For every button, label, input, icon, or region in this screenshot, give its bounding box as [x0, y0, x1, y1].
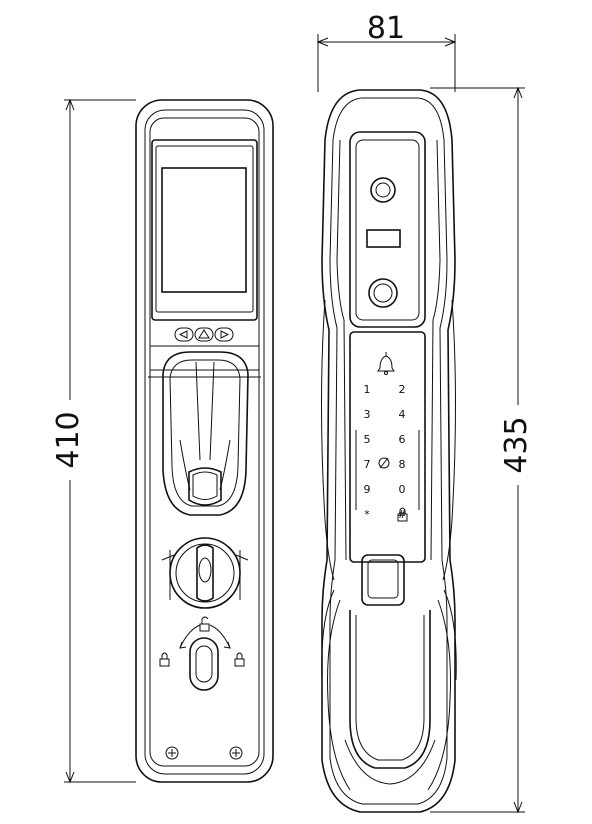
key-0: 0 [399, 483, 406, 496]
left-arrow-icon [174, 327, 194, 342]
fingerprint-reader [368, 278, 398, 308]
key-2: 2 [399, 383, 406, 396]
front-height-dimension: 410 [51, 98, 136, 784]
handle-grip-top [361, 554, 405, 606]
home-icon [194, 327, 214, 342]
right-arrow-icon [214, 327, 234, 342]
front-handle [162, 351, 249, 516]
side-width-dimension: 81 [316, 11, 457, 92]
bell-icon [377, 352, 395, 375]
fingerprint-sensor [188, 467, 222, 506]
sensor-window [366, 229, 401, 248]
key-1: 1 [364, 383, 371, 396]
front-height-label: 410 [51, 411, 86, 468]
camera-lens-outer [370, 177, 396, 203]
side-body-outer [321, 89, 456, 813]
screen-frame [151, 139, 258, 321]
side-height-label: 435 [499, 416, 534, 473]
keypad-keys: 1 2 3 4 5 6 7 8 9 0 * # [364, 383, 407, 521]
front-body-outer [135, 99, 274, 783]
camera-panel [349, 131, 426, 328]
front-body-inner [144, 109, 265, 775]
key-6: 6 [399, 433, 406, 446]
lock-icon [234, 652, 245, 667]
key-3: 3 [364, 408, 371, 421]
key-cylinder-cover [189, 637, 219, 691]
key-7: 7 [364, 458, 371, 471]
side-view: 1 2 3 4 5 6 7 8 9 0 * # [321, 89, 457, 813]
lock-direction-indicator [159, 616, 245, 667]
front-body-inner-2 [149, 117, 260, 767]
lock-icon [159, 652, 170, 667]
side-height-dimension: 435 [430, 86, 534, 814]
screen-bezel [155, 145, 254, 313]
key-8: 8 [399, 458, 406, 471]
key-4: 4 [399, 408, 406, 421]
keypad-panel [349, 331, 426, 563]
side-width-label: 81 [367, 11, 405, 46]
card-icon [378, 457, 390, 469]
lock-icon [397, 507, 408, 522]
screw-right [229, 746, 243, 760]
key-star: * [364, 508, 370, 521]
thumb-turn-knob [161, 537, 249, 609]
display-screen [161, 167, 247, 293]
camera-lens-inner [375, 182, 391, 198]
side-handle [321, 554, 457, 791]
nav-buttons [174, 327, 234, 342]
front-view [135, 99, 274, 783]
key-9: 9 [364, 483, 371, 496]
key-5: 5 [364, 433, 371, 446]
screw-left [165, 746, 179, 760]
unlock-icon [199, 616, 210, 632]
